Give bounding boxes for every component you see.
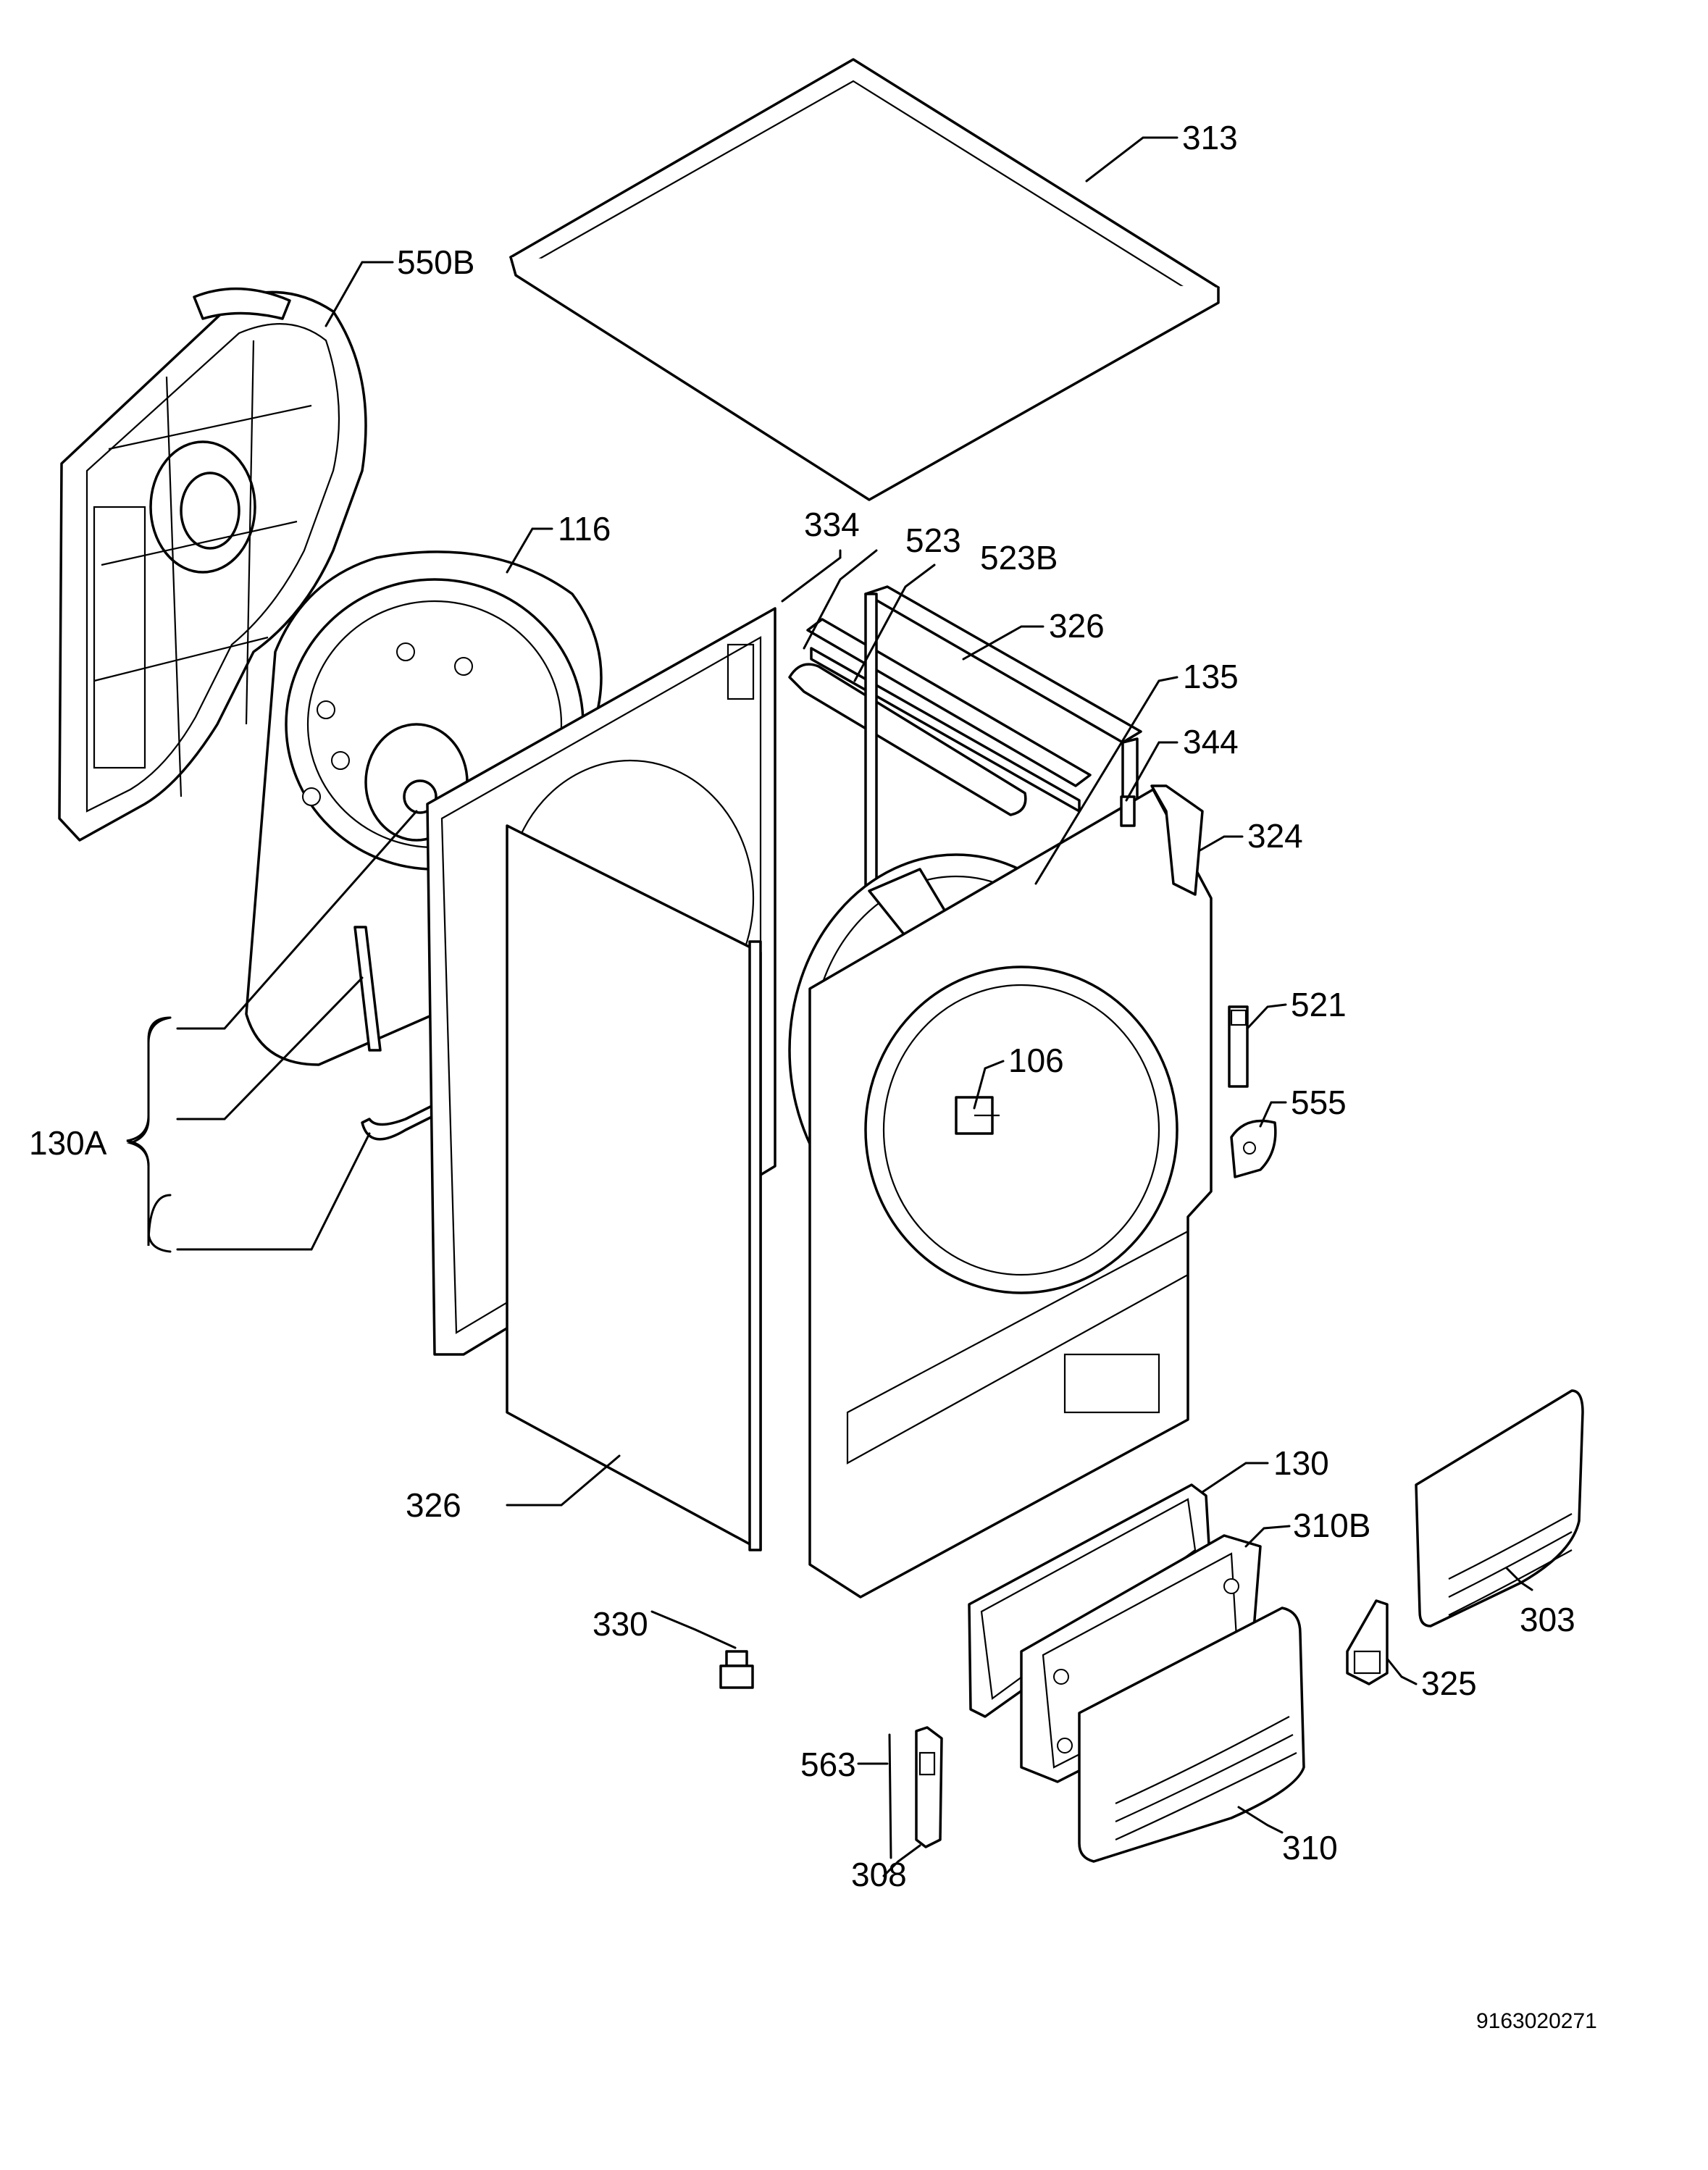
rear-panel-vent-grid xyxy=(93,340,312,797)
part-523B-rail xyxy=(788,663,1027,816)
part-555-cap xyxy=(1230,1119,1277,1178)
part-labels: 313 550B 116 334 523 523B 326 135 344 32… xyxy=(29,119,1597,2033)
label-523B: 523B xyxy=(980,539,1058,577)
drawing-number: 9163020271 xyxy=(1476,2009,1597,2033)
label-325: 325 xyxy=(1421,1664,1477,1702)
part-330-foot xyxy=(719,1650,754,1689)
leader-lines xyxy=(325,136,1533,1877)
part-344-clip xyxy=(1120,795,1136,827)
brace-130A xyxy=(126,810,418,1253)
label-303: 303 xyxy=(1520,1601,1575,1638)
label-130A: 130A xyxy=(29,1124,107,1162)
part-308-latch-bar xyxy=(915,1726,943,1848)
label-313: 313 xyxy=(1182,119,1238,156)
label-135: 135 xyxy=(1183,658,1239,695)
label-330: 330 xyxy=(593,1605,648,1643)
part-325-hinge xyxy=(1346,1599,1389,1685)
label-324: 324 xyxy=(1247,817,1303,855)
label-308: 308 xyxy=(851,1856,907,1893)
label-106: 106 xyxy=(1008,1042,1064,1079)
part-521-bracket xyxy=(1228,1005,1249,1088)
part-324-front-panel xyxy=(808,784,1213,1599)
part-326-side-panel xyxy=(506,824,762,1551)
part-313-top-cover xyxy=(509,58,1220,501)
part-550B-rear-panel xyxy=(58,287,367,842)
part-310-filter-cover xyxy=(1078,1606,1305,1863)
label-563: 563 xyxy=(800,1746,856,1783)
label-326: 326 xyxy=(406,1486,461,1524)
label-523: 523 xyxy=(905,521,961,559)
part-563-rod xyxy=(888,1733,892,1859)
label-550B: 550B xyxy=(397,243,474,281)
label-116: 116 xyxy=(558,510,611,548)
label-521: 521 xyxy=(1291,986,1347,1023)
part-303-side-cover xyxy=(1415,1389,1584,1628)
label-344: 344 xyxy=(1183,723,1239,761)
label-130: 130 xyxy=(1273,1444,1329,1482)
label-310B: 310B xyxy=(1293,1507,1370,1544)
label-334: 334 xyxy=(804,506,860,543)
label-555: 555 xyxy=(1291,1084,1347,1121)
label-310: 310 xyxy=(1282,1829,1338,1867)
label-326-top: 326 xyxy=(1049,607,1105,645)
